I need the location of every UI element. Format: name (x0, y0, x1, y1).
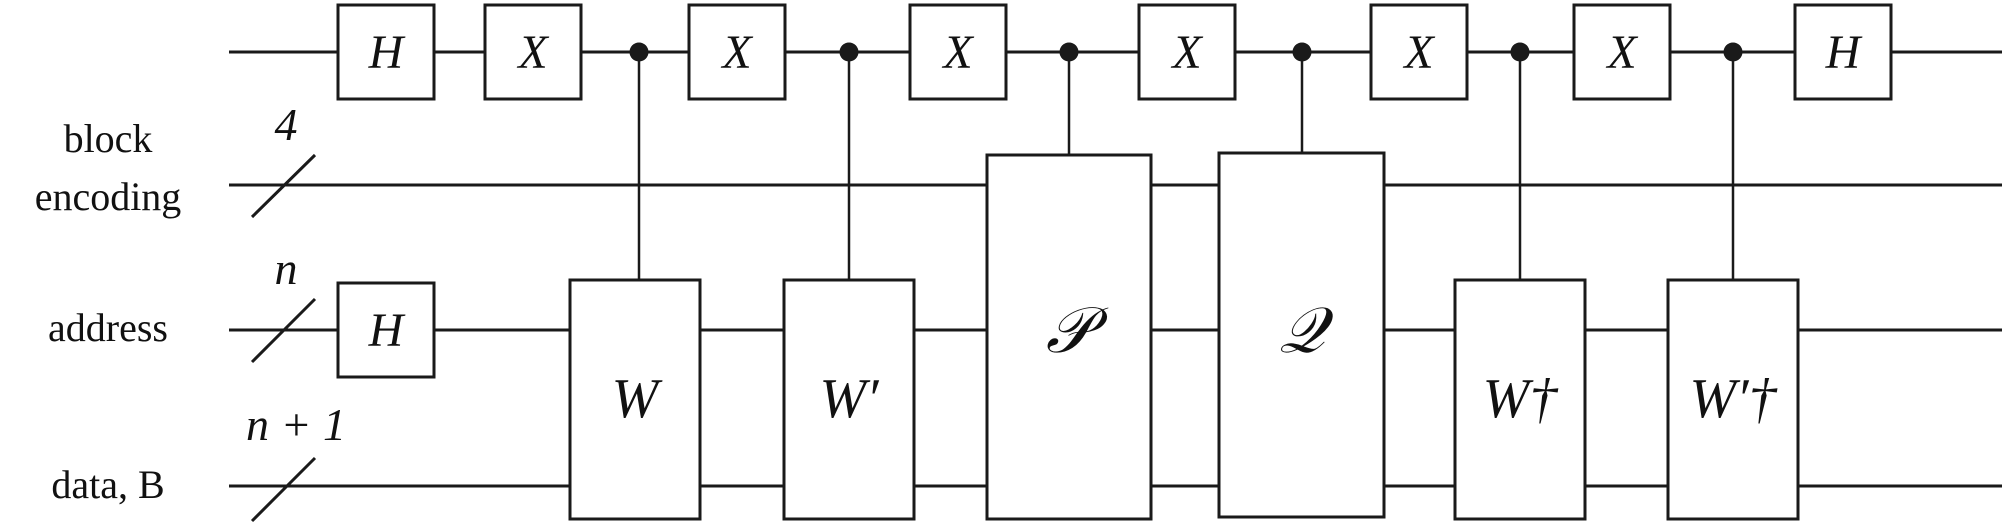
svg-text:W′†: W′† (1690, 368, 1778, 430)
svg-text:𝒬: 𝒬 (1279, 294, 1334, 368)
svg-text:X: X (1402, 26, 1435, 79)
label-block: block (64, 116, 153, 161)
control-dot-w (629, 42, 649, 62)
control-dot-w-prime (839, 42, 859, 62)
x-gate-6: X (1572, 3, 1672, 101)
bus-width-block-encoding: 4 (275, 99, 298, 150)
w-dagger-gate: W† (1453, 278, 1587, 521)
bus-slash-block-encoding (250, 153, 317, 219)
svg-text:W′: W′ (820, 368, 880, 430)
w-prime-gate: W′ (782, 278, 916, 521)
label-address: address (48, 305, 168, 350)
svg-text:X: X (516, 26, 549, 79)
bus-slash-address (250, 297, 317, 364)
svg-text:X: X (720, 26, 753, 79)
svg-text:W: W (612, 368, 663, 430)
x-gate-1: X (483, 3, 583, 101)
label-data: data, B (51, 462, 164, 507)
svg-text:H: H (368, 26, 406, 79)
w-prime-dagger-gate: W′† (1666, 278, 1800, 521)
w-gate: W (568, 278, 702, 521)
bus-slash-data (250, 456, 317, 523)
x-gate-2: X (687, 3, 787, 101)
bus-width-data: n + 1 (246, 399, 346, 450)
x-gate-3: X (908, 3, 1008, 101)
bus-width-address: n (275, 243, 298, 294)
svg-text:X: X (941, 26, 974, 79)
svg-text:H: H (1825, 26, 1863, 79)
control-dot-p (1059, 42, 1079, 62)
x-gate-5: X (1369, 3, 1469, 101)
control-dot-w-dagger (1510, 42, 1530, 62)
p-gate: 𝒫 (985, 153, 1153, 521)
label-encoding: encoding (35, 174, 182, 219)
svg-text:X: X (1605, 26, 1638, 79)
control-dot-w-prime-dagger (1723, 42, 1743, 62)
q-gate: 𝒬 (1217, 151, 1386, 519)
svg-text:W†: W† (1483, 368, 1559, 430)
h-gate-top-right: H (1793, 3, 1893, 101)
h-gate-top-left: H (336, 3, 436, 101)
svg-text:H: H (368, 304, 406, 357)
x-gate-4: X (1137, 3, 1237, 101)
svg-text:X: X (1170, 26, 1203, 79)
h-gate-address: H (336, 281, 436, 379)
control-dot-q (1292, 42, 1312, 62)
